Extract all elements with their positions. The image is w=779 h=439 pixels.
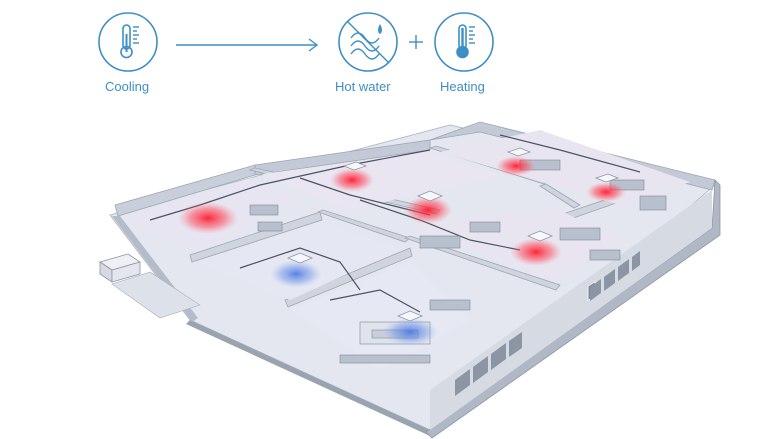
cooling-zone-2	[382, 318, 438, 346]
hot-water-label: Hot water	[335, 79, 391, 94]
arrow-right-icon	[176, 38, 319, 52]
ceiling-cassette-units	[286, 147, 620, 322]
cooling-zones	[270, 260, 438, 346]
heating-zone-6	[510, 238, 562, 266]
heating-thermometer-icon	[434, 12, 494, 72]
heating-zone-2	[330, 168, 374, 192]
outdoor-heat-pump-unit	[99, 253, 201, 319]
window-row-front	[455, 251, 640, 396]
cooling-zone-1	[270, 260, 322, 288]
heating-zone-1	[178, 202, 238, 234]
heating-zone-5	[586, 182, 626, 202]
heating-zone-4	[496, 156, 536, 176]
cooling-label: Cooling	[105, 79, 150, 94]
heating-zone-3	[404, 196, 452, 224]
water-drop-coil-icon	[338, 12, 398, 72]
heating-zones	[178, 156, 626, 266]
cooling-thermometer-icon	[98, 12, 158, 72]
heating-label: Heating	[440, 79, 485, 94]
plus-icon	[409, 35, 423, 49]
